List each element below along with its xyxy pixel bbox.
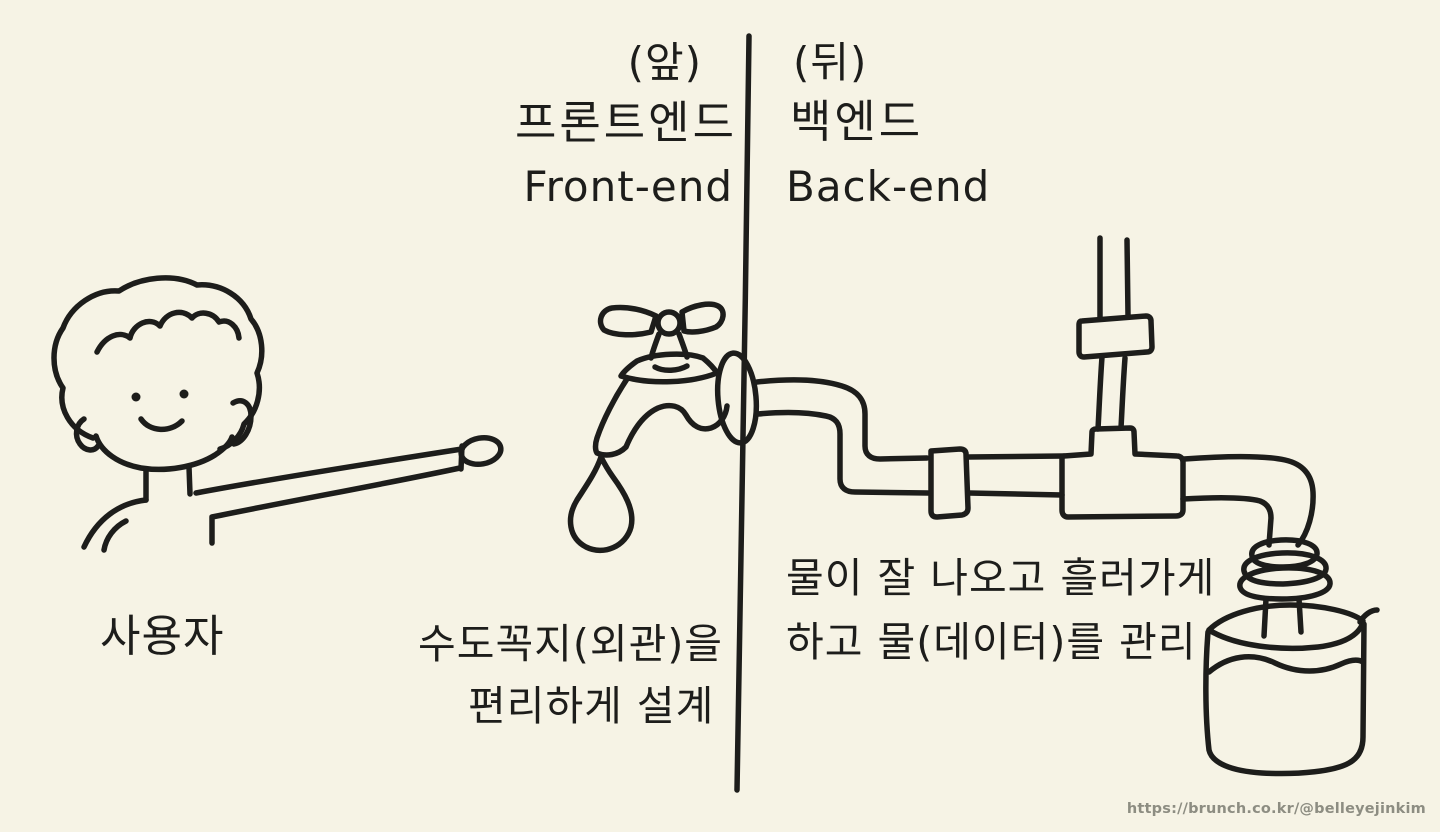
pipe-vertical-lower <box>1095 354 1128 432</box>
collar-ring-bottom <box>1237 565 1333 602</box>
front-english-label: Front-end <box>523 162 733 211</box>
water-drop <box>567 454 635 554</box>
person-eye-left <box>131 392 141 402</box>
pipe-right-bottom <box>1180 494 1274 548</box>
pipe-t-junction <box>1059 425 1186 520</box>
faucet-body-spout <box>592 376 730 458</box>
divider-line <box>734 33 752 793</box>
pipe-coupling-vertical <box>1076 313 1155 360</box>
person-hand <box>458 434 504 468</box>
front-korean-label: 프론트엔드 <box>514 96 737 149</box>
person-wrist-line <box>458 443 465 472</box>
pipe-mid-segment <box>965 453 1067 498</box>
backend-caption-line2: 하고 물(데이터)를 관리 <box>786 618 1197 666</box>
user-label: 사용자 <box>100 611 225 662</box>
faucet-handle-hub <box>655 309 683 337</box>
person-face <box>93 433 235 473</box>
front-paren-label: (앞) <box>627 38 702 87</box>
water-tank <box>1203 602 1380 777</box>
person-smile <box>138 416 185 433</box>
backend-caption-line1: 물이 잘 나오고 흘러가게 <box>786 554 1216 602</box>
person-figure <box>51 275 504 553</box>
person-neck <box>143 464 193 503</box>
person-chest-line <box>101 518 129 553</box>
pipe-coupling-horizontal <box>928 446 971 520</box>
tank-rim-top <box>1206 602 1366 633</box>
person-eye-right <box>179 389 189 399</box>
person-ear-right <box>230 398 254 447</box>
person-ear-left <box>73 416 101 453</box>
faucet-handle-right <box>679 301 726 335</box>
back-korean-label: 백엔드 <box>790 95 924 148</box>
pipe-collar-rings <box>1237 537 1333 639</box>
tank-rim-curl <box>1357 607 1380 625</box>
pipe-system <box>754 235 1316 548</box>
faucet-flare <box>618 351 720 385</box>
back-paren-label: (뒤) <box>793 38 868 87</box>
person-arm-bottom <box>209 465 463 546</box>
person-hair <box>51 275 265 452</box>
tank-water-wave <box>1206 654 1366 675</box>
pipe-vertical-upper <box>1097 235 1131 320</box>
person-arm-top <box>193 446 465 496</box>
pipe-step-top <box>754 377 930 462</box>
faucet-figure <box>592 301 760 458</box>
collar-ring-middle <box>1241 550 1329 587</box>
tank-body <box>1203 621 1367 777</box>
credit-url: https://brunch.co.kr/@belleyejinkim <box>1126 801 1426 817</box>
faucet-flare-line <box>652 363 690 373</box>
frontend-caption-line1: 수도꼭지(외관)을 <box>418 620 724 668</box>
person-hair-fringe <box>94 309 242 355</box>
person-shoulder <box>81 497 149 550</box>
faucet-flange <box>714 350 760 446</box>
collar-ring-top <box>1249 537 1320 570</box>
back-english-label: Back-end <box>786 162 991 211</box>
frontend-caption-line2: 편리하게 설계 <box>468 682 715 730</box>
tank-rim-inner <box>1206 620 1366 652</box>
pipe-right-top <box>1181 453 1316 548</box>
faucet-handle-left <box>597 304 659 338</box>
pipe-step-bottom <box>755 409 931 496</box>
